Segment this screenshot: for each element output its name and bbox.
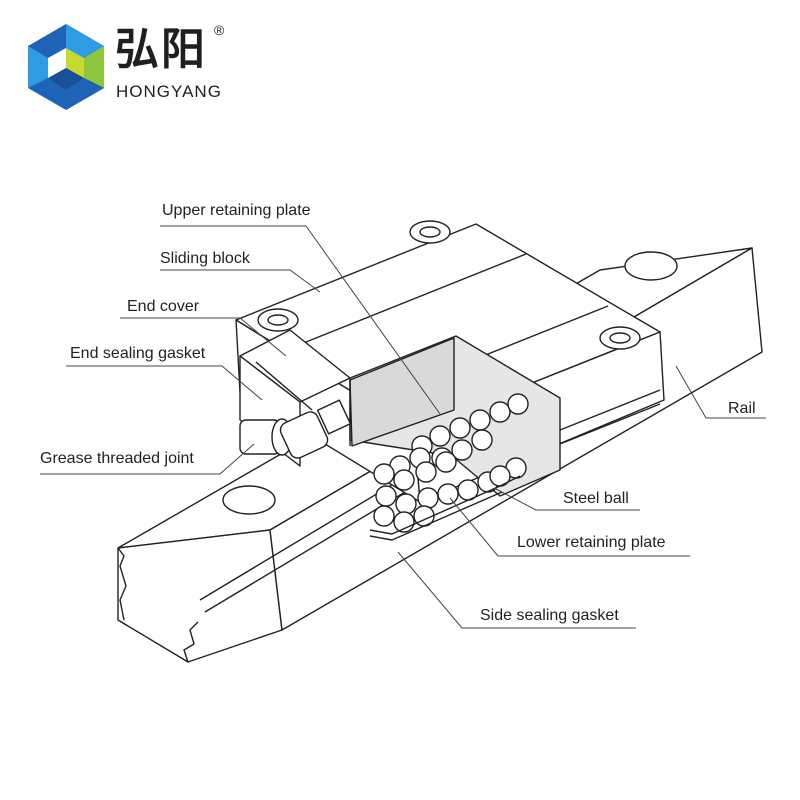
hongyang-logo-icon <box>28 24 104 110</box>
cutaway-section <box>349 335 561 497</box>
label-end-cover: End cover <box>127 298 200 315</box>
label-lower-retaining-plate: Lower retaining plate <box>517 534 666 551</box>
label-end-sealing-gasket: End sealing gasket <box>70 345 206 362</box>
grease-joint <box>239 399 352 459</box>
lower-retaining-plate <box>369 475 521 541</box>
leader-lines <box>40 225 766 629</box>
label-grease-threaded-joint: Grease threaded joint <box>40 450 194 467</box>
label-rail: Rail <box>728 400 756 417</box>
label-side-sealing-gasket: Side sealing gasket <box>480 607 619 624</box>
label-steel-ball: Steel ball <box>563 490 629 507</box>
brand-name-en: HONGYANG <box>116 82 222 101</box>
brand-name-cn: 弘阳 <box>115 24 207 75</box>
registered-mark: ® <box>214 22 225 38</box>
label-sliding-block: Sliding block <box>160 250 251 267</box>
label-upper-retaining-plate: Upper retaining plate <box>162 202 311 219</box>
steel-balls <box>373 393 529 533</box>
